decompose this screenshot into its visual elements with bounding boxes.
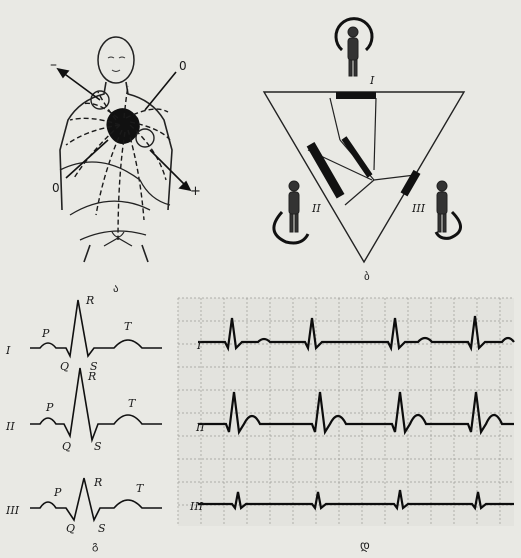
lead-label-ii: II: [311, 202, 321, 215]
wave-q-iii: Q: [66, 522, 75, 535]
torso-outline: [60, 82, 172, 262]
wave-s-ii: S: [94, 440, 102, 453]
ecg-paper: [178, 298, 514, 526]
wave-q-ii: Q: [62, 440, 71, 453]
wave-t-i: T: [124, 320, 133, 333]
face-features: [108, 57, 125, 72]
figure-right: [437, 181, 447, 232]
lead-bar-ii: [307, 142, 345, 198]
wave-s-iii: S: [98, 522, 106, 535]
wave-t-ii: T: [128, 397, 137, 410]
electrode-label-top-right: 0: [179, 59, 187, 73]
lead-bar-i: [336, 92, 376, 99]
c-lead-i-label: I: [5, 344, 11, 357]
c-lead-iii-label: III: [5, 504, 20, 517]
panel-b-einthoven-triangle: I II III ბ: [264, 19, 464, 283]
panel-a-torso: – 0 0 + ა: [50, 37, 201, 295]
wave-p-i: P: [41, 327, 50, 340]
wave-r-ii: R: [87, 370, 96, 383]
electrode-loop-right: [136, 129, 154, 147]
electrode-label-top-left: –: [50, 57, 57, 73]
d-lead-ii-label: II: [195, 421, 205, 434]
electrode-label-bottom-right: +: [190, 184, 201, 199]
panel-b-caption: ბ: [364, 270, 370, 283]
panel-a-caption: ა: [113, 282, 119, 295]
figure-left: [289, 181, 299, 232]
heart-vector-arrow: [344, 138, 370, 176]
c-lead-ii-label: II: [5, 420, 15, 433]
panel-c-caption: გ: [92, 539, 98, 552]
electrode-label-bottom-left: 0: [52, 181, 60, 195]
lead-bar-iii: [401, 170, 421, 197]
wave-r-i: R: [85, 294, 94, 307]
panel-d-caption: დ: [360, 538, 370, 552]
panel-d-ecg-strips: I II III დ: [178, 298, 514, 552]
head-outline: [98, 37, 134, 83]
lead-label-iii: III: [411, 202, 426, 215]
wave-p-ii: P: [45, 401, 54, 414]
d-lead-iii-label: III: [189, 500, 204, 513]
d-lead-i-label: I: [196, 339, 202, 352]
lead-label-i: I: [369, 74, 375, 87]
figure-top: [348, 27, 358, 76]
wave-r-iii: R: [93, 476, 102, 489]
vector-lines: [308, 98, 415, 205]
wave-p-iii: P: [53, 486, 62, 499]
wave-t-iii: T: [136, 482, 145, 495]
triangle: [264, 92, 464, 262]
wave-q-i: Q: [60, 360, 69, 373]
complex-lead-i: [30, 300, 162, 356]
